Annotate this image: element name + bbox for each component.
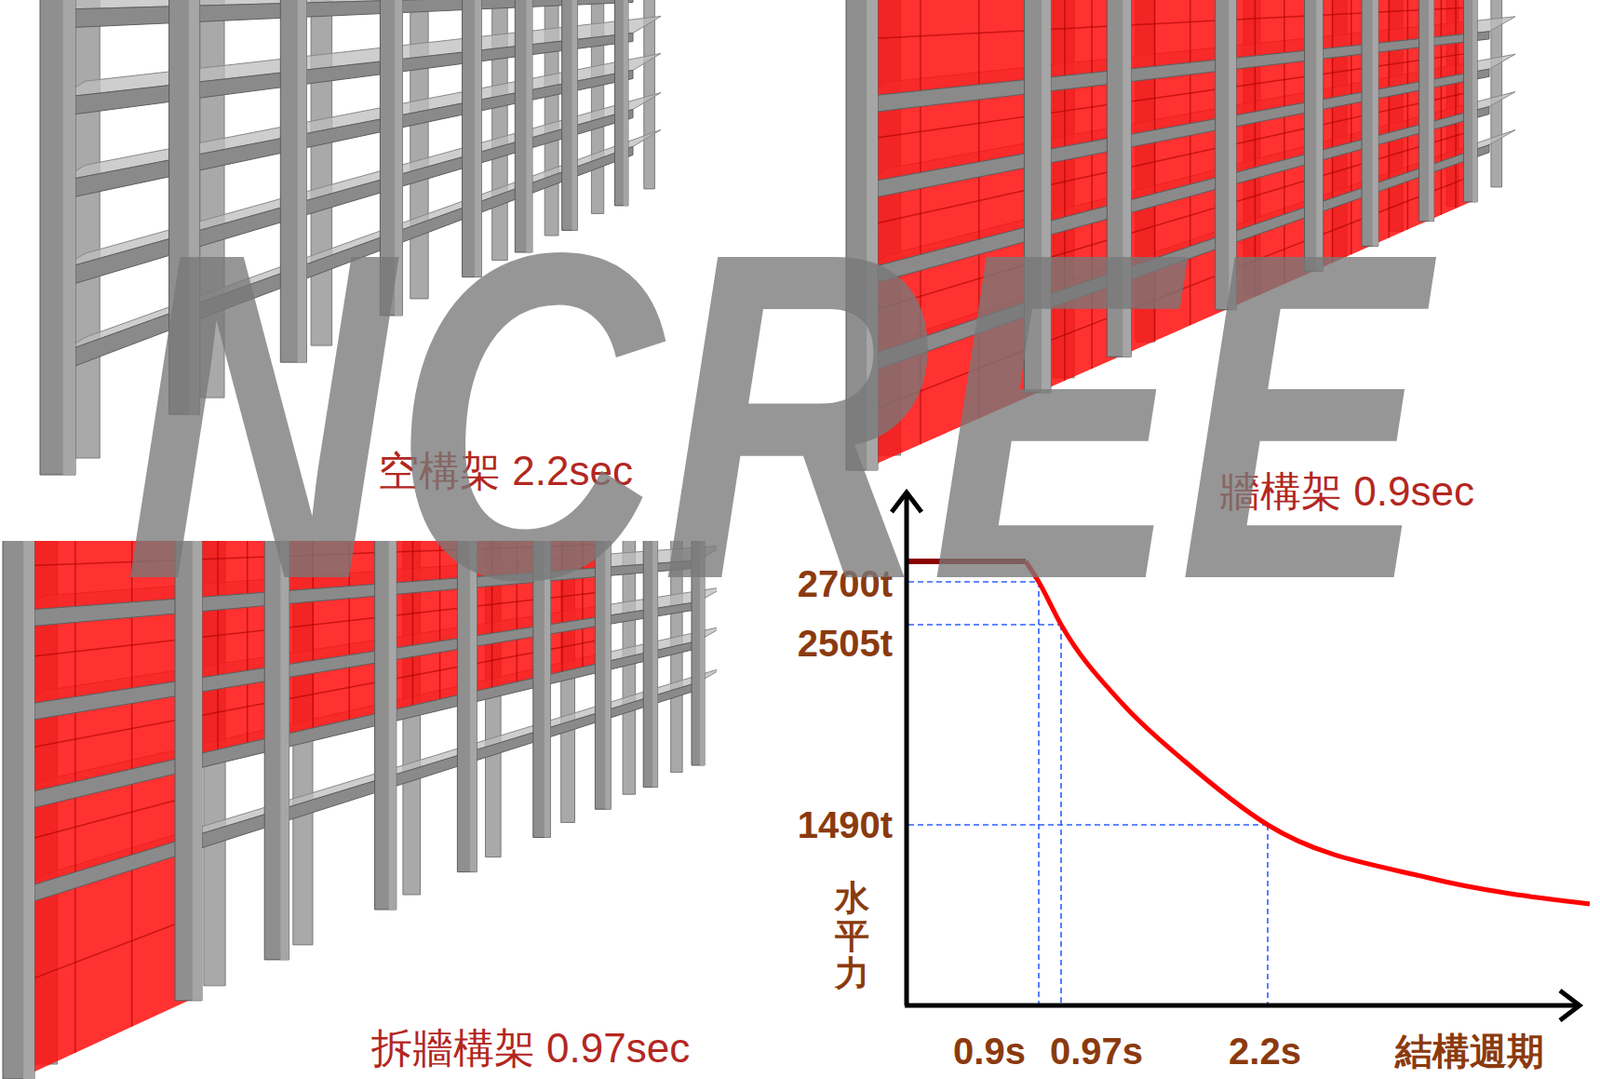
wall-grid [385, 664, 468, 681]
wall-grid [919, 0, 922, 91]
axis-tick-label: 1490t [794, 803, 896, 847]
wall-grid [1090, 0, 1093, 73]
slab-edge [57, 0, 633, 28]
wall-grid [467, 650, 542, 665]
wall-grid [18, 918, 189, 984]
column-side [23, 540, 35, 1079]
wall-grid [1254, 0, 1257, 56]
wall-grid [1225, 126, 1314, 147]
column [2, 540, 35, 1079]
axis-title: 結構週期 [1392, 1029, 1547, 1073]
wall-grid [1063, 0, 1066, 76]
guide-line [908, 823, 1268, 826]
infill-wall [1225, 0, 1314, 59]
wall-grid [861, 114, 1038, 140]
guide-line [1266, 824, 1269, 1004]
wall-grid [1189, 0, 1192, 63]
axis-tick-label: 0.97s [1047, 1029, 1146, 1073]
wall-grid [1331, 0, 1334, 48]
wall-grid [1118, 87, 1226, 103]
slab-edge [861, 31, 1490, 114]
wall-grid [1225, 15, 1314, 21]
column [614, 0, 629, 206]
wall-grid [1118, 20, 1226, 27]
axis-arrow [1559, 990, 1580, 1021]
column-side [623, 0, 629, 206]
wall-grid [74, 540, 77, 606]
wall-grid [1387, 0, 1390, 42]
watermark: NCREE [123, 183, 1427, 649]
wall-grid [1407, 0, 1410, 41]
column-side [1472, 0, 1478, 202]
slab-edge [57, 33, 633, 118]
wall-grid [1350, 0, 1353, 46]
wall-grid [978, 0, 981, 85]
wall-grid [1283, 0, 1286, 54]
column-side [1428, 0, 1435, 222]
x-axis [904, 1003, 1578, 1009]
axis-tick-label: 2.2s [1225, 1029, 1305, 1073]
column-side [63, 0, 76, 475]
wall-grid [1440, 0, 1443, 37]
column [40, 0, 76, 475]
wall-grid [1154, 0, 1157, 67]
axis-title: 水平力 [834, 879, 870, 994]
wall-grid [18, 717, 189, 751]
guide-line [1060, 624, 1063, 1004]
wall-grid [1454, 0, 1457, 36]
wall-grid [1118, 146, 1226, 170]
wall-grid [861, 29, 1038, 40]
wall-grid [1225, 75, 1314, 88]
infill-wall [1118, 0, 1226, 70]
wall-grid [276, 680, 386, 701]
caption: 拆牆構架 0.97sec [365, 1024, 696, 1073]
column [1464, 0, 1479, 202]
axis-tick-label: 0.9s [950, 1029, 1029, 1073]
